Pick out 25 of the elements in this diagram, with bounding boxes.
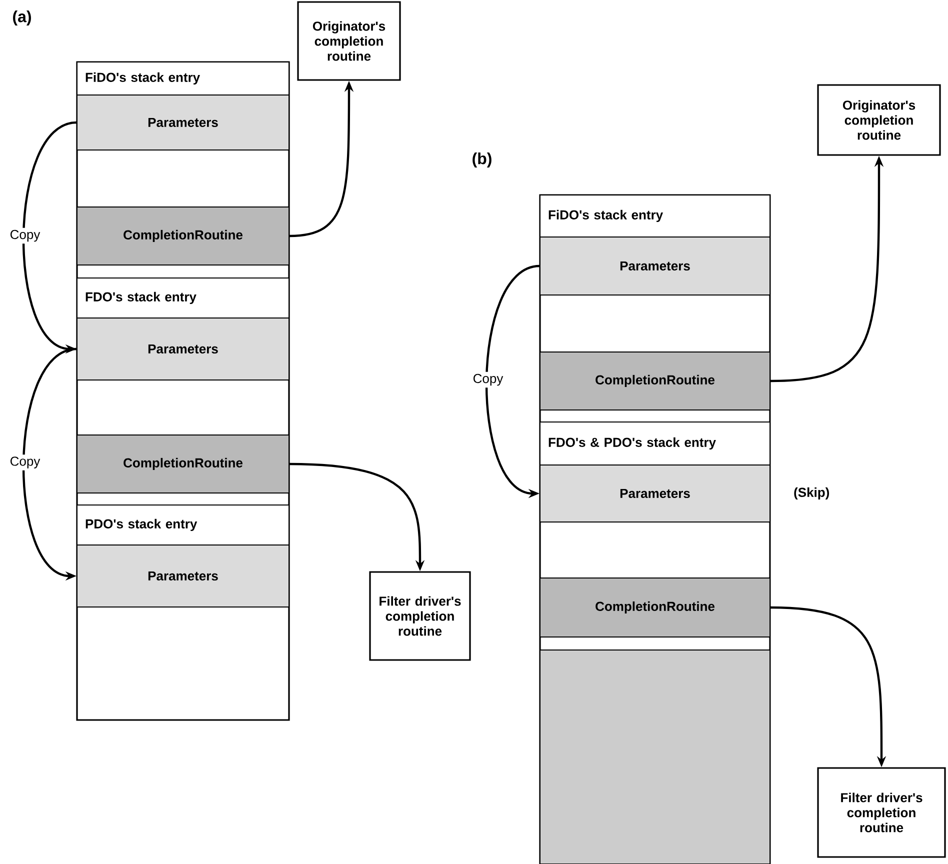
- edge-label: Copy: [470, 372, 506, 388]
- routine-box: Originator's completion routine: [297, 1, 401, 81]
- completion-routine-row: CompletionRoutine: [540, 578, 770, 638]
- routine-box: Filter driver's completion routine: [369, 571, 471, 661]
- stack-entry-header: PDO's stack entry: [76, 504, 290, 546]
- parameters-row: Parameters: [76, 318, 290, 380]
- stack-entry-header: FDO's & PDO's stack entry: [540, 422, 770, 466]
- shaded-area: [540, 650, 770, 864]
- parameters-row: Parameters: [76, 94, 290, 150]
- stack-entry-header: FiDO's stack entry: [540, 194, 770, 238]
- edge-label: Copy: [8, 228, 42, 244]
- edge-label: Copy: [8, 454, 42, 470]
- completion-routine-row: CompletionRoutine: [76, 434, 290, 494]
- parameters-row: Parameters: [540, 236, 770, 296]
- parameters-row: Parameters: [540, 464, 770, 522]
- parameters-row: Parameters: [76, 544, 290, 608]
- beside-label: (Skip): [794, 487, 829, 500]
- routine-box: Filter driver's completion routine: [817, 767, 946, 858]
- stack-entry-header: FiDO's stack entry: [76, 62, 290, 96]
- panel-label: (b): [472, 152, 492, 168]
- stack-entry-header: FDO's stack entry: [76, 278, 290, 318]
- completion-routine-row: CompletionRoutine: [76, 206, 290, 266]
- completion-routine-row: CompletionRoutine: [540, 352, 770, 410]
- panel-label: (a): [13, 10, 31, 26]
- routine-box: Originator's completion routine: [817, 84, 941, 156]
